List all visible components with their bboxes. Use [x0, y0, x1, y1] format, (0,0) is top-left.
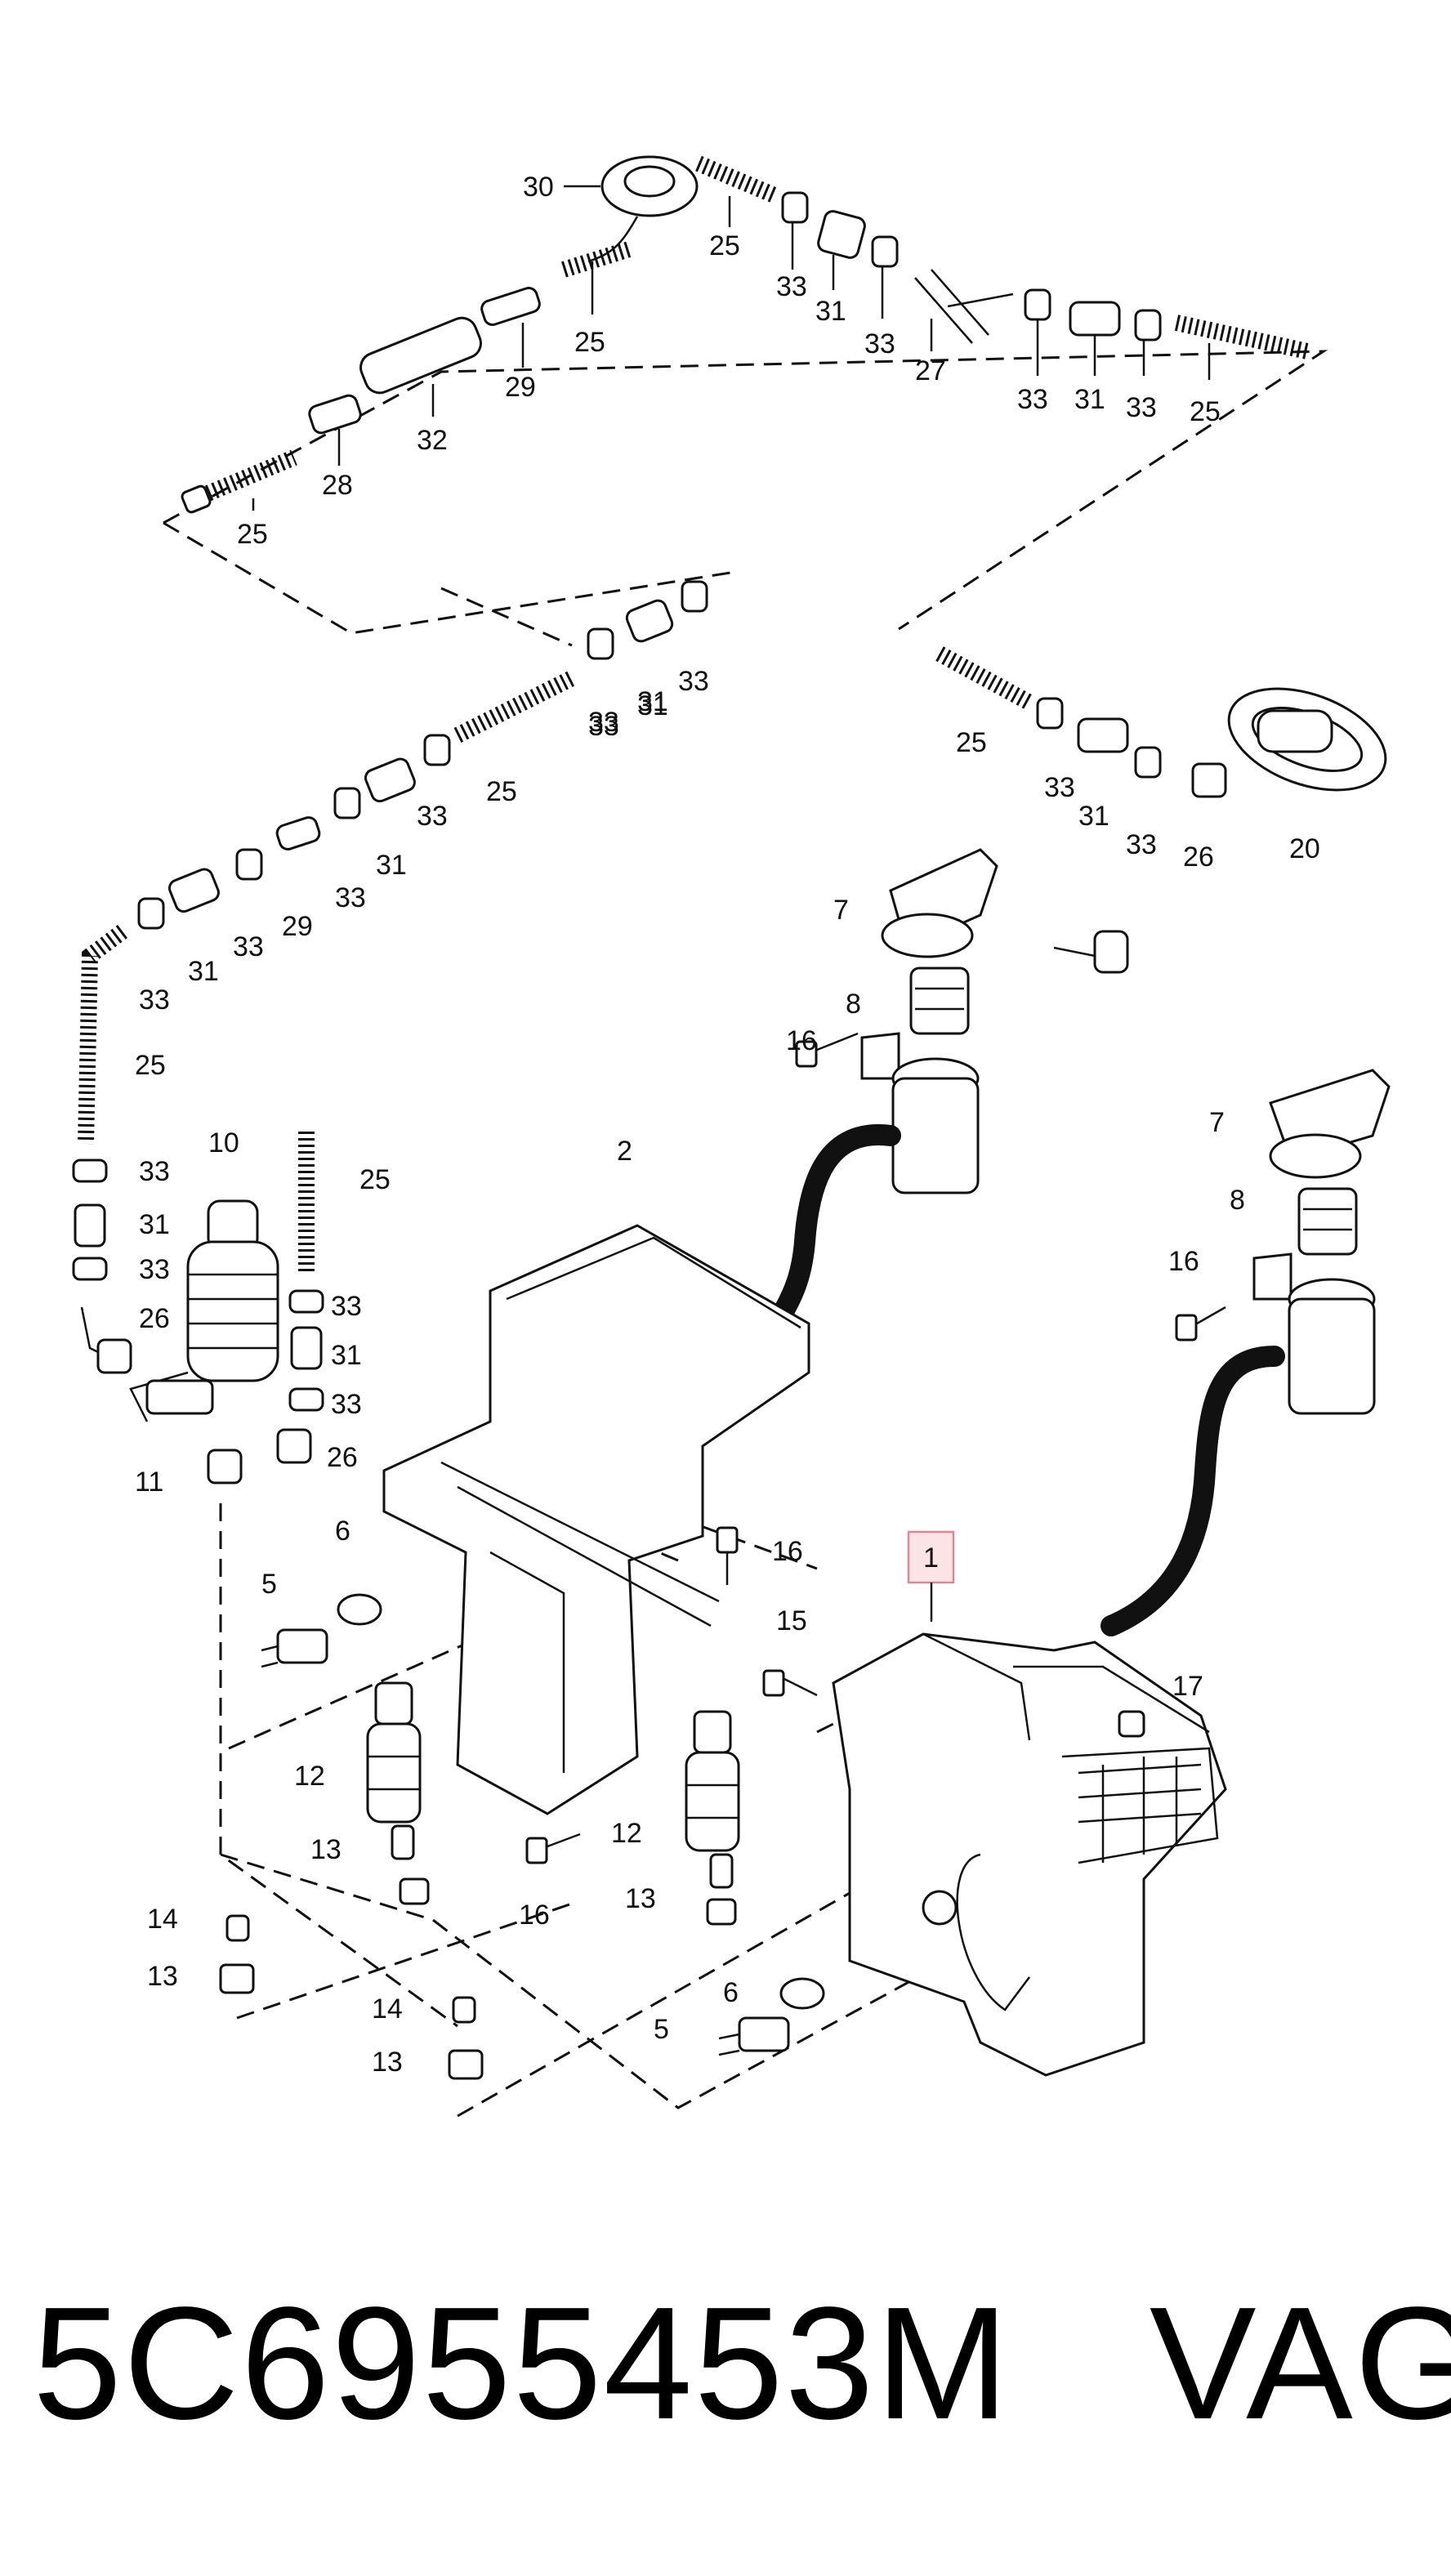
callout: 31 [637, 690, 668, 721]
callout: 33 [1126, 829, 1157, 860]
callout: 31 [815, 296, 846, 327]
callout: 11 [135, 1467, 163, 1498]
pump-10 [129, 1199, 279, 1422]
callout: 33 [233, 931, 264, 962]
callout: 27 [915, 355, 946, 386]
callout: 31 [1078, 801, 1109, 832]
callout: 33 [864, 328, 895, 359]
callout: 16 [786, 1025, 817, 1056]
callout: 8 [846, 989, 861, 1020]
filler-cap-left [860, 848, 998, 1194]
callout: 25 [956, 727, 987, 758]
filler-neck-hoses [757, 1124, 1285, 1636]
callout: 16 [1168, 1246, 1199, 1277]
callout: 5 [654, 2014, 669, 2045]
callout: 30 [523, 172, 554, 203]
callout: 33 [1017, 384, 1048, 415]
callout: 33 [776, 271, 807, 302]
callout: 33 [331, 1389, 362, 1420]
callout: 16 [772, 1536, 803, 1567]
callout: 25 [486, 776, 517, 807]
callout: 25 [135, 1050, 166, 1081]
callout: 33 [417, 801, 448, 832]
callout: 13 [372, 2047, 403, 2078]
callout: 17 [1172, 1671, 1203, 1702]
callout: 7 [1209, 1107, 1225, 1138]
callout: 31 [188, 956, 219, 987]
upper-hose-assembly [181, 155, 1310, 514]
callout: 14 [372, 1993, 403, 2025]
callout: 15 [776, 1605, 807, 1636]
callout: 5 [261, 1569, 277, 1600]
highlight-box-1 [907, 1530, 955, 1584]
callout: 33 [139, 1254, 170, 1285]
callout: 33 [139, 1156, 170, 1187]
callout: 31 [1074, 384, 1105, 415]
right-nozzle-assembly [935, 646, 1387, 974]
callout: 33 [331, 1291, 362, 1322]
part-number: 5C6955453M [33, 2274, 1011, 2453]
filler-cap-right [1252, 1069, 1391, 1415]
callout: 12 [611, 1818, 642, 1849]
callout: 25 [574, 327, 605, 358]
left-hose-assembly [72, 580, 708, 1464]
brand-name: VAG [1149, 2274, 1451, 2453]
callout: 6 [335, 1516, 350, 1547]
callout: 33 [335, 882, 366, 913]
callout: 31 [376, 850, 407, 881]
exploded-parts-diagram: 30 25 33 31 33 27 33 31 33 25 25 29 32 2… [72, 155, 1391, 2118]
callout: 26 [1183, 842, 1214, 873]
leader-lines [252, 185, 1211, 511]
callout: 12 [294, 1761, 325, 1792]
callout: 29 [505, 372, 536, 403]
callout: 31 [139, 1209, 170, 1240]
callout: 13 [147, 1961, 178, 1992]
callout: 25 [1190, 396, 1221, 427]
callout: 26 [327, 1442, 358, 1473]
callout: 33 [588, 707, 619, 738]
callout: 16 [519, 1900, 550, 1931]
callout: 33 [1044, 772, 1075, 803]
callout: 25 [359, 1164, 391, 1195]
callout: 33 [588, 711, 619, 742]
callout: 26 [139, 1303, 170, 1334]
callout: 2 [617, 1136, 632, 1167]
reservoir-1 [832, 1632, 1227, 2077]
callout: 33 [139, 984, 170, 1016]
callout: 31 [331, 1340, 362, 1371]
callout-labels: 30 25 33 31 33 27 33 31 33 25 25 29 32 2… [135, 172, 1320, 2078]
callout: 10 [208, 1127, 239, 1159]
callout: 33 [678, 666, 709, 697]
callout: 25 [709, 230, 740, 261]
callout: 13 [310, 1834, 342, 1865]
callout: 14 [147, 1904, 178, 1935]
callout: 33 [1126, 392, 1157, 423]
highlighted-callout: 1 [923, 1542, 939, 1574]
reservoir-2 [382, 1224, 810, 1815]
part-number-footer: 5C6955453M VAG [33, 2271, 1451, 2453]
callout: 28 [322, 470, 353, 501]
callout: 7 [833, 895, 849, 926]
callout: 8 [1230, 1185, 1245, 1216]
callout: 32 [417, 425, 448, 456]
callout: 29 [282, 911, 313, 942]
callout: 25 [237, 519, 268, 550]
callout: 13 [625, 1883, 656, 1914]
callout: 20 [1289, 833, 1320, 864]
small-parts [207, 1032, 1226, 2080]
callout: 31 [637, 686, 668, 717]
callout: 6 [723, 1977, 739, 2008]
